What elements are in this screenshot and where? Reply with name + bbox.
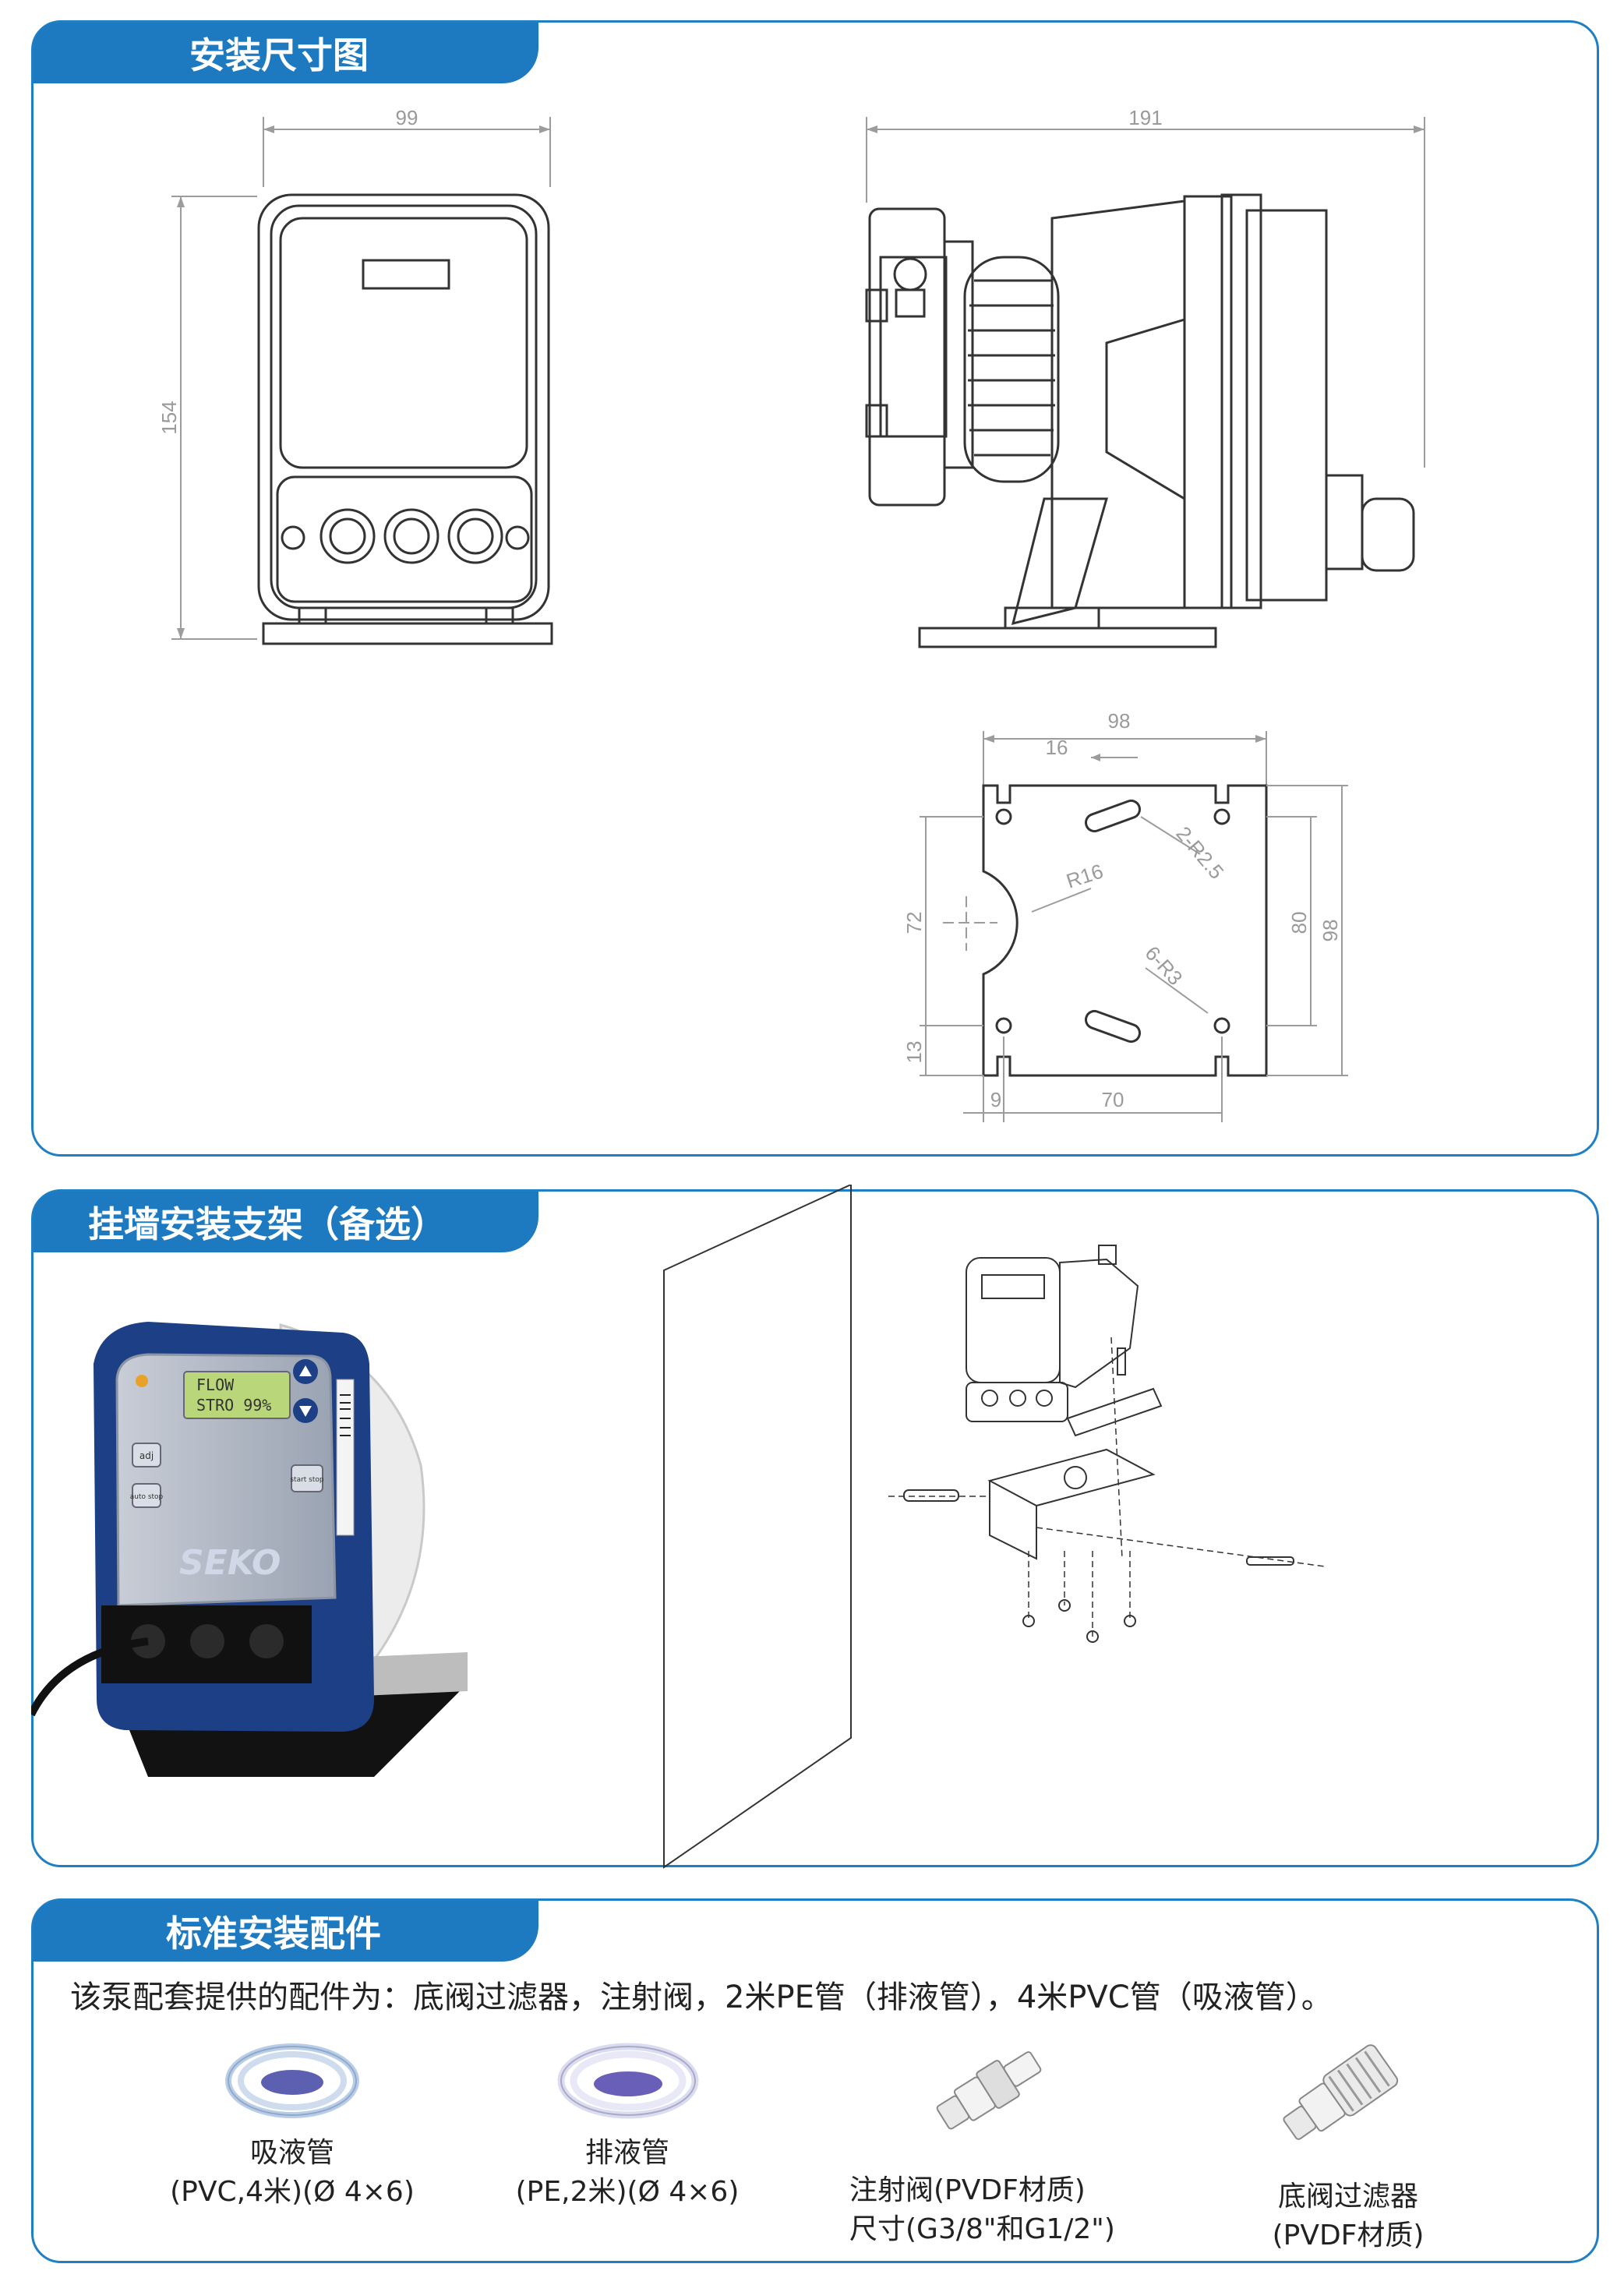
plate-hole-radius: 6-R3 [1141,941,1188,990]
coiled-tube-icon [557,2043,699,2119]
accessory-foot-filter: 底阀过滤器 (PVDF材质) [1272,2181,1425,2251]
photo-display-line2: STRO 99% [196,1396,271,1414]
brand-logo: SEKO [179,1543,281,1583]
photo-btn-auto: auto stop [130,1493,164,1501]
plate-slot-spacing: 16 [1046,736,1068,759]
front-view-drawing: 99 154 [157,106,553,645]
dimension-drawings: 99 154 191 [157,106,1425,1122]
plate-height-total: 98 [1319,920,1342,942]
side-view-drawing: 191 [865,106,1425,648]
plate-cutout-radius: R16 [1064,859,1107,892]
section-title-bracket: 挂墙安装支架（备选） [34,1192,538,1252]
coiled-tube-icon [225,2043,359,2118]
section-title-accessories: 标准安装配件 [34,1901,538,1962]
foot-filter-icon [1283,2044,1399,2140]
pump-sketch [966,1245,1163,1437]
bracket-sketch [987,1448,1156,1560]
photo-btn-start: start stop [290,1476,324,1484]
front-width-label: 99 [396,106,418,129]
section-title-dimensions: 安装尺寸图 [34,23,538,83]
plate-height-inner: 80 [1287,912,1311,934]
photo-display-line1: FLOW [196,1376,235,1394]
photo-btn-adj: adj [139,1450,154,1461]
accessory-injection-valve: 注射阀(PVDF材质) 尺寸(G3/8"和G1/2") [849,2174,1115,2245]
plate-slot-radius: 2-R2.5 [1171,822,1228,884]
front-height-label: 154 [157,401,181,434]
accessories-intro: 该泵配套提供的配件为：底阀过滤器，注射阀，2米PE管（排液管），4米PVC管（吸… [70,1980,1333,2015]
mounting-plate-drawing: 98 16 R16 2-R2.5 6-R3 72 13 80 98 [902,709,1348,1122]
plate-width-top: 98 [1108,709,1131,733]
side-length-label: 191 [1128,106,1162,129]
wall-mount-illustration [663,1185,1326,1869]
plate-offset-left: 9 [990,1088,1001,1111]
accessory-suction-tube: 吸液管 (PVC,4米)(Ø 4×6) [170,2137,415,2208]
dimensions-panel: 安装尺寸图 [31,20,1599,1157]
accessory-discharge-tube: 排液管 (PE,2米)(Ø 4×6) [515,2137,740,2208]
plate-offset-bottom: 13 [902,1041,926,1064]
plate-height-mid: 72 [902,912,926,934]
product-photo: FLOW STRO 99% adj auto stop start stop S… [31,1322,468,1777]
plate-width-bottom: 70 [1102,1088,1124,1111]
injection-valve-icon [936,2051,1042,2130]
